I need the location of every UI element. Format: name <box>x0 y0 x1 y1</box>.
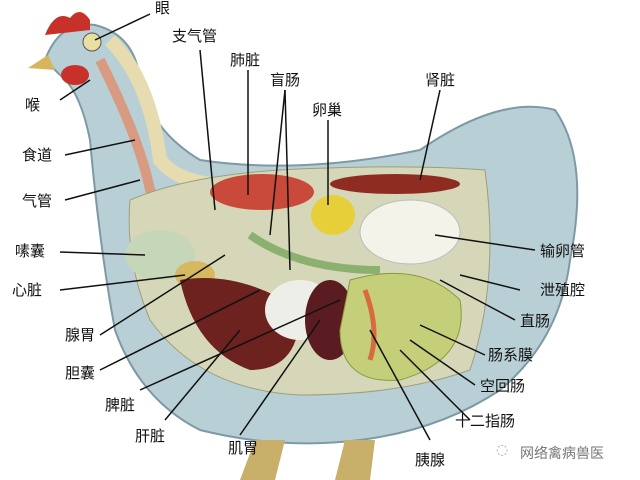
label-gizzard: 肌胃 <box>228 439 259 457</box>
comb <box>45 11 90 35</box>
label-jejunum-ileum: 空回肠 <box>480 377 526 395</box>
label-duodenum: 十二指肠 <box>455 412 516 430</box>
beak <box>28 55 55 70</box>
label-trachea: 气管 <box>22 192 53 210</box>
label-lung: 肺脏 <box>230 51 261 69</box>
oviduct <box>359 199 461 265</box>
watermark-icon: ◌ <box>496 442 509 458</box>
leg-right <box>335 440 375 480</box>
label-liver: 肝脏 <box>135 427 166 445</box>
pancreas <box>362 289 377 361</box>
watermark: 网络禽病兽医 <box>520 446 604 462</box>
label-crop: 嗉囊 <box>15 242 46 260</box>
label-kidney: 肾脏 <box>425 71 456 89</box>
leg-left <box>240 440 285 480</box>
ovary <box>311 195 355 235</box>
label-mesentery: 肠系膜 <box>488 346 534 364</box>
kidney <box>330 174 460 194</box>
leader-lines <box>59 13 536 441</box>
label-heart: 心脏 <box>12 281 43 299</box>
label-cecum: 盲肠 <box>270 71 301 89</box>
label-proventriculus: 腺胃 <box>65 326 96 344</box>
label-bronchus: 支气管 <box>172 27 218 45</box>
label-rectum: 直肠 <box>520 312 551 330</box>
label-oviduct: 输卵管 <box>540 242 586 260</box>
lung <box>210 174 314 210</box>
label-ovary: 卵巢 <box>312 101 343 119</box>
label-gallbladder: 胆囊 <box>65 364 96 382</box>
label-esophagus: 食道 <box>22 146 53 164</box>
eye <box>82 32 102 52</box>
crop <box>125 230 195 280</box>
wattle <box>61 65 89 85</box>
label-cloaca: 泄殖腔 <box>540 281 586 299</box>
label-pancreas: 胰腺 <box>415 451 446 469</box>
cecum <box>247 231 381 274</box>
label-larynx: 喉 <box>25 96 41 114</box>
label-spleen: 脾脏 <box>105 396 136 414</box>
label-eye: 眼 <box>155 0 171 17</box>
